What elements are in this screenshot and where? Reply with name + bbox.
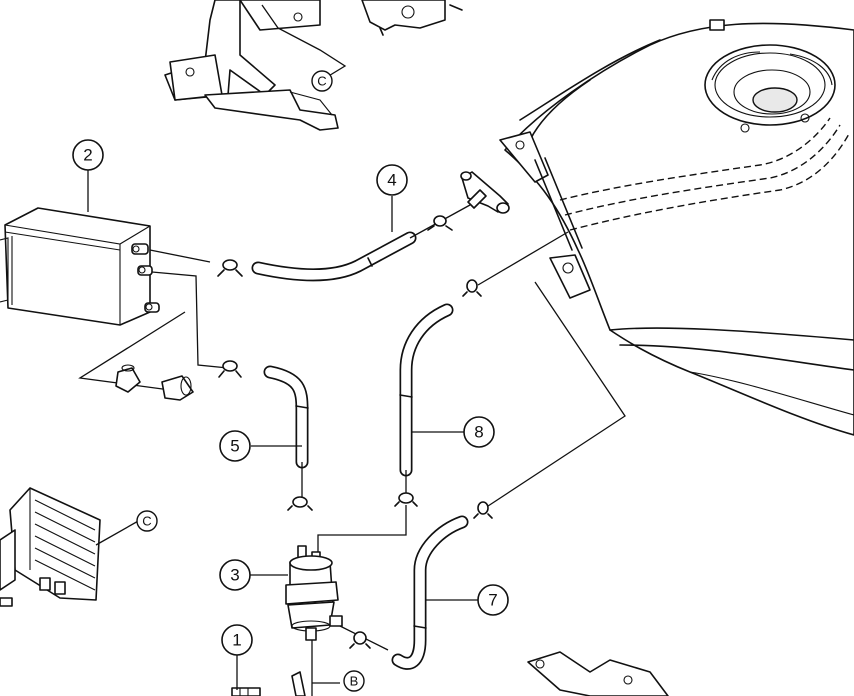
fuel-tank xyxy=(499,19,854,436)
callout-5: 5 xyxy=(219,430,251,462)
lower-right-bracket xyxy=(527,651,669,696)
clamp xyxy=(349,631,371,649)
clamp xyxy=(394,492,418,507)
bolt-1 xyxy=(231,687,261,696)
marker-c-right: C xyxy=(136,510,158,532)
svg-text:5: 5 xyxy=(230,437,239,456)
regulator xyxy=(0,487,101,607)
svg-text:8: 8 xyxy=(474,423,483,442)
hose-8 xyxy=(317,231,569,555)
marker-c-top: C xyxy=(311,70,333,92)
svg-text:C: C xyxy=(317,74,326,89)
canister-cap xyxy=(115,364,194,401)
callout-4: 4 xyxy=(376,164,408,196)
top-bracket xyxy=(164,0,463,131)
callout-2: 2 xyxy=(72,139,104,171)
svg-text:C: C xyxy=(142,514,151,529)
marker-b-bottom: B xyxy=(343,670,365,692)
svg-text:4: 4 xyxy=(387,171,396,190)
svg-text:3: 3 xyxy=(230,566,239,585)
callout-7: 7 xyxy=(477,584,509,616)
svg-text:1: 1 xyxy=(232,631,241,650)
canister xyxy=(0,207,160,326)
callout-1: 1 xyxy=(221,624,253,656)
bracket-b xyxy=(291,671,306,696)
clamp xyxy=(218,360,242,378)
svg-text:2: 2 xyxy=(83,146,92,165)
clamp xyxy=(462,279,482,297)
svg-text:7: 7 xyxy=(488,591,497,610)
clamp xyxy=(473,501,493,519)
hose-4 xyxy=(149,204,471,282)
callout-8: 8 xyxy=(463,416,495,448)
clamp xyxy=(287,496,313,511)
t-joint xyxy=(460,171,510,214)
clamp xyxy=(427,215,453,231)
hose-5 xyxy=(151,271,309,500)
valve-3 xyxy=(285,545,343,641)
callout-3: 3 xyxy=(219,559,251,591)
svg-text:B: B xyxy=(350,674,359,689)
clamp xyxy=(217,259,243,277)
